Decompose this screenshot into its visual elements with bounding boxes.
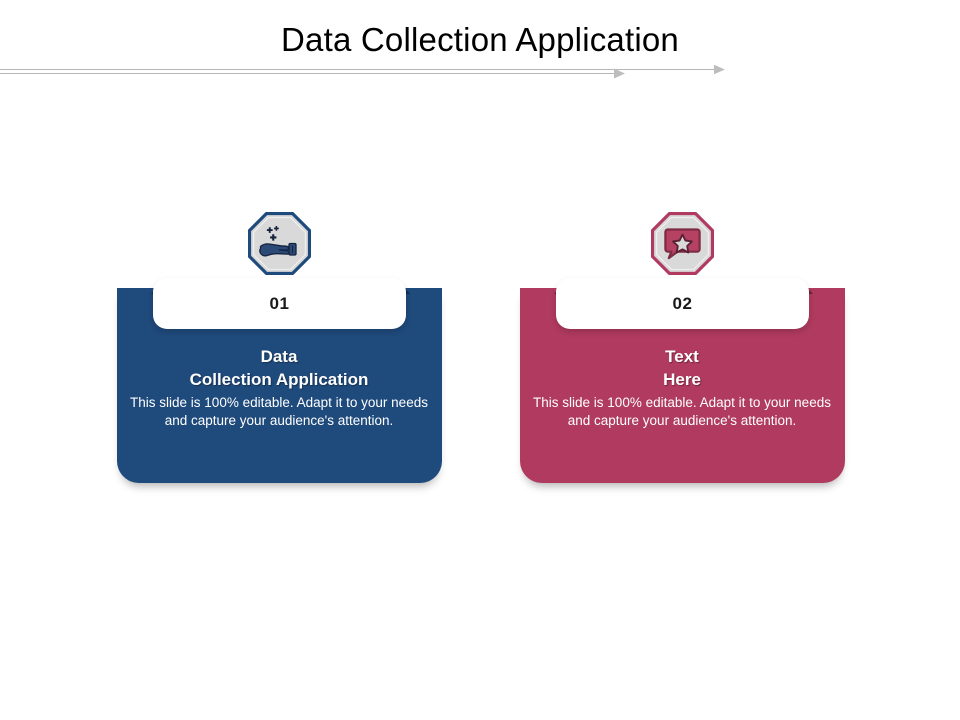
card-heading: Data Collection Application	[129, 345, 429, 391]
card-heading-line-2: Collection Application	[189, 370, 369, 389]
info-card-01[interactable]: 01 Data Collection Applicat	[115, 207, 445, 490]
card-heading: Text Here	[532, 345, 832, 391]
card-number-plate: 02	[556, 278, 809, 329]
hand-with-sparkles-icon	[247, 211, 312, 276]
info-card-02[interactable]: 02 Text Here This slide is 100% editable…	[518, 207, 848, 490]
speech-bubble-star-icon	[650, 211, 715, 276]
card-body-text: This slide is 100% editable. Adapt it to…	[130, 395, 428, 428]
card-number-label: 01	[269, 293, 290, 313]
divider-arrow-icon	[0, 64, 725, 79]
divider-arrows	[0, 62, 960, 84]
page-title: Data Collection Application	[281, 21, 679, 58]
card-heading-line-1: Data	[260, 347, 298, 366]
card-text-block: Text Here This slide is 100% editable. A…	[532, 345, 832, 429]
card-number-label: 02	[672, 293, 693, 313]
card-text-block: Data Collection Application This slide i…	[129, 345, 429, 429]
card-heading-line-2: Here	[663, 370, 701, 389]
card-body-text: This slide is 100% editable. Adapt it to…	[533, 395, 831, 428]
card-heading-line-1: Text	[665, 347, 699, 366]
card-number-plate: 01	[153, 278, 406, 329]
